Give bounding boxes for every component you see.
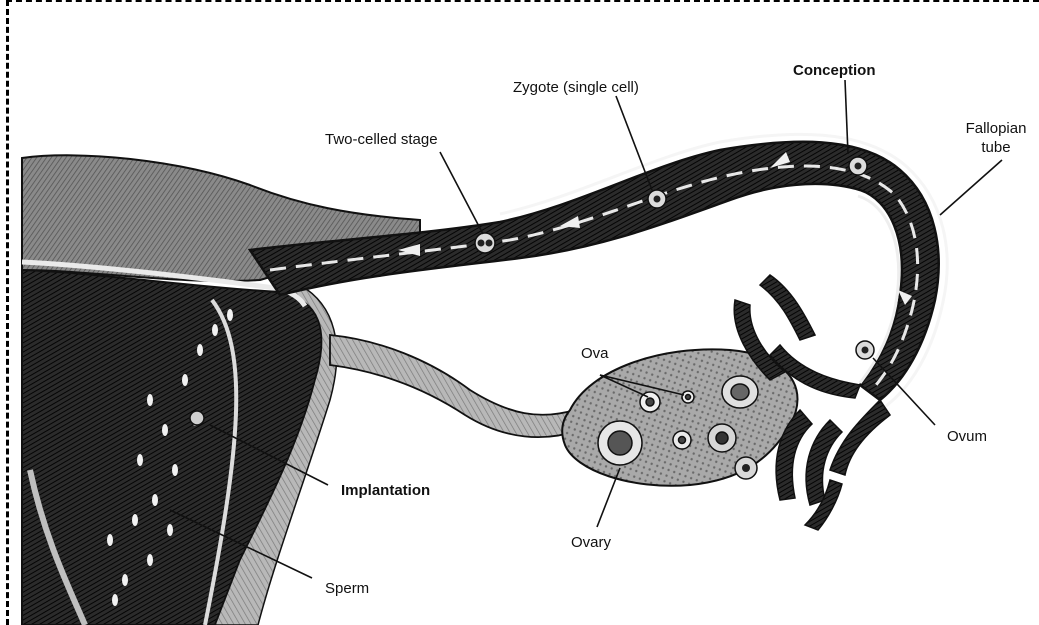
label-sperm: Sperm (325, 580, 369, 598)
label-ovary: Ovary (571, 534, 611, 552)
label-ova: Ova (581, 345, 609, 363)
implanted-embryo (190, 411, 204, 425)
uterus (22, 155, 420, 625)
label-implantation: Implantation (341, 482, 430, 500)
label-conception: Conception (793, 62, 876, 80)
label-fallopian-line2: tube (958, 139, 1034, 157)
label-zygote: Zygote (single cell) (513, 79, 639, 97)
ovarian-ligament (330, 335, 580, 437)
zygote-single-cell (648, 190, 666, 208)
label-two-celled-stage: Two-celled stage (325, 131, 438, 149)
two-celled-embryo (475, 233, 495, 253)
label-fallopian-line1: Fallopian (958, 120, 1034, 138)
ovum-cell (856, 341, 874, 359)
zygote-cell (849, 157, 867, 175)
label-ovum: Ovum (947, 428, 987, 446)
